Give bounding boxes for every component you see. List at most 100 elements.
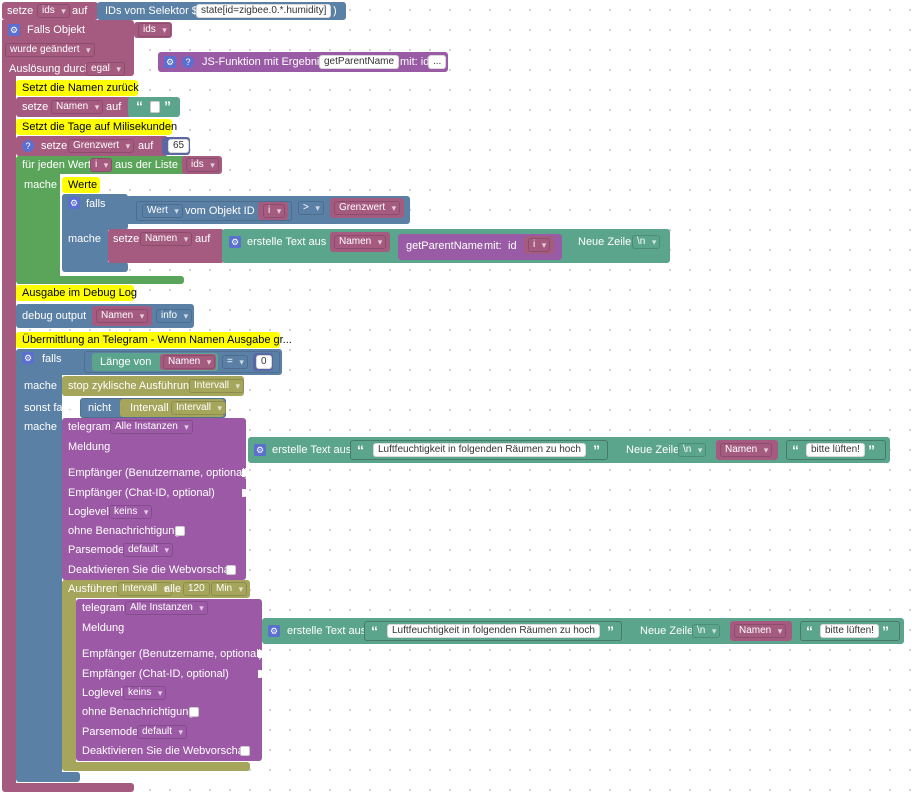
loglevel-label: Loglevel (68, 506, 109, 518)
mache-label: mache (24, 179, 58, 191)
receiver-user-label: Empfänger (Benutzername, optional) (68, 467, 249, 479)
parsemode-dropdown[interactable]: default (123, 543, 174, 557)
loglevel-label: Loglevel (82, 687, 123, 699)
names-text-dropdown[interactable]: Namen (734, 624, 787, 638)
comment-text: Übermittlung an Telegram - Wenn Namen Au… (22, 334, 292, 346)
receiver-user-socket[interactable] (242, 469, 248, 477)
comment-block[interactable] (16, 332, 280, 348)
timer-var-dropdown[interactable]: Intervall (117, 582, 173, 596)
triggered-by-label: Auslösung durch (9, 63, 91, 75)
empty-text-input[interactable] (150, 101, 160, 113)
gear-icon[interactable]: ⚙ (22, 352, 34, 364)
limit-value-input[interactable]: 65 (168, 139, 190, 153)
timer-value-input[interactable]: 120 (183, 582, 210, 596)
message-label: Meldung (68, 441, 111, 453)
debug-label: debug output (22, 310, 87, 322)
newline-dropdown[interactable]: \n (678, 443, 707, 457)
selector-close: ) (333, 5, 337, 17)
interval-var-dropdown[interactable]: Intervall (171, 401, 227, 415)
func-arg-dropdown[interactable]: i (528, 238, 551, 252)
close-quote-icon: ” (593, 442, 600, 458)
names-var-dropdown[interactable]: Namen (51, 100, 104, 114)
help-icon[interactable]: ? (182, 56, 194, 68)
if-else-footer (16, 772, 80, 782)
names-text-dropdown[interactable]: Namen (334, 235, 387, 249)
debug-var-dropdown[interactable]: Namen (96, 309, 149, 323)
receiver-chat-socket[interactable] (258, 670, 264, 678)
open-quote-icon: “ (357, 442, 364, 458)
names-var-dropdown[interactable]: Namen (140, 232, 193, 246)
close-quote-icon: ” (868, 442, 875, 458)
receiver-chat-socket[interactable] (242, 489, 248, 497)
length-var-dropdown[interactable]: Namen (163, 355, 216, 369)
trigger-ids-dropdown[interactable]: ids (138, 23, 171, 37)
js-function-label: JS-Funktion mit Ergebnis (202, 56, 325, 68)
foreach-list-dropdown[interactable]: ids (186, 158, 219, 172)
changed-dropdown[interactable]: wurde geändert (5, 43, 95, 57)
loglevel-dropdown[interactable]: keins (109, 505, 153, 519)
end-text-input[interactable]: bitte lüften! (806, 443, 865, 457)
length-label: Länge von (100, 356, 152, 368)
newline-dropdown[interactable]: \n (692, 624, 721, 638)
telegram-instance-dropdown[interactable]: Alle Instanzen (110, 420, 193, 434)
timer-unit-dropdown[interactable]: Min (211, 582, 248, 596)
id-var-dropdown[interactable]: i (263, 204, 286, 218)
disable-preview-label: Deaktivieren Sie die Webvorschau (68, 564, 236, 576)
end-text-input[interactable]: bitte lüften! (820, 624, 879, 638)
trigger-spine (2, 20, 16, 790)
stop-interval-dropdown[interactable]: Intervall (189, 379, 245, 393)
mache-label: mache (24, 380, 58, 392)
value-type-dropdown[interactable]: Wert (142, 204, 183, 218)
limit-compare-dropdown[interactable]: Grenzwert (334, 201, 401, 215)
execute-label: Ausführen (68, 583, 119, 595)
comment-block[interactable] (62, 177, 100, 193)
trigger-value-dropdown[interactable]: egal (86, 62, 125, 76)
selector-input[interactable]: state[id=zigbee.0.*.humidity] (196, 4, 332, 18)
auf-label: auf (72, 5, 88, 17)
comment-block[interactable] (16, 285, 134, 301)
open-quote-icon: “ (792, 442, 799, 458)
gear-icon[interactable]: ⚙ (254, 444, 266, 456)
foreach-var-dropdown[interactable]: i (90, 158, 113, 172)
js-function-name-input[interactable]: getParentName (319, 55, 400, 69)
newline-dropdown[interactable]: \n (632, 235, 661, 249)
comment-block[interactable] (16, 80, 138, 96)
create-text-label: erstelle Text aus (247, 236, 327, 248)
open-quote-icon: “ (136, 98, 143, 114)
no-notify-checkbox[interactable] (175, 526, 185, 536)
telegram-instance-dropdown[interactable]: Alle Instanzen (125, 601, 208, 615)
gear-icon[interactable]: ⚙ (164, 56, 176, 68)
help-icon[interactable]: ? (22, 140, 34, 152)
receiver-user-socket[interactable] (258, 650, 264, 658)
interval-timer-spine (62, 580, 76, 770)
message-text-input[interactable]: Luftfeuchtigkeit in folgenden Räumen zu … (387, 624, 600, 638)
names-text-dropdown[interactable]: Namen (720, 443, 773, 457)
js-function-more-button[interactable]: ... (428, 55, 447, 69)
limit-var-dropdown[interactable]: Grenzwert (68, 139, 135, 153)
debug-level-dropdown[interactable]: info (156, 309, 193, 323)
comment-block[interactable] (16, 119, 172, 135)
receiver-chat-label: Empfänger (Chat-ID, optional) (68, 487, 215, 499)
setze-label: setze (41, 140, 68, 152)
equals-operator-dropdown[interactable]: = (222, 355, 248, 369)
disable-preview-checkbox[interactable] (240, 746, 250, 756)
comment-text: Ausgabe im Debug Log (22, 287, 137, 299)
gear-icon[interactable]: ⚙ (229, 236, 241, 248)
parsemode-dropdown[interactable]: default (137, 725, 188, 739)
disable-preview-label: Deaktivieren Sie die Webvorschau (82, 745, 250, 757)
ids-var-dropdown[interactable]: ids (37, 4, 70, 18)
func-with-label: mit: (484, 240, 502, 252)
stop-label: stop zyklische Ausführung (68, 380, 196, 392)
interval-timer-footer (62, 762, 250, 771)
newline-label: Neue Zeile (626, 444, 680, 456)
message-text-input[interactable]: Luftfeuchtigkeit in folgenden Räumen zu … (373, 443, 586, 457)
operator-dropdown[interactable]: > (298, 201, 324, 215)
gear-icon[interactable]: ⚙ (68, 197, 80, 209)
no-notify-checkbox[interactable] (189, 707, 199, 717)
auf-label: auf (195, 233, 211, 245)
zero-input[interactable]: 0 (256, 355, 272, 369)
disable-preview-checkbox[interactable] (226, 565, 236, 575)
gear-icon[interactable]: ⚙ (8, 24, 20, 36)
gear-icon[interactable]: ⚙ (268, 625, 280, 637)
loglevel-dropdown[interactable]: keins (123, 686, 167, 700)
